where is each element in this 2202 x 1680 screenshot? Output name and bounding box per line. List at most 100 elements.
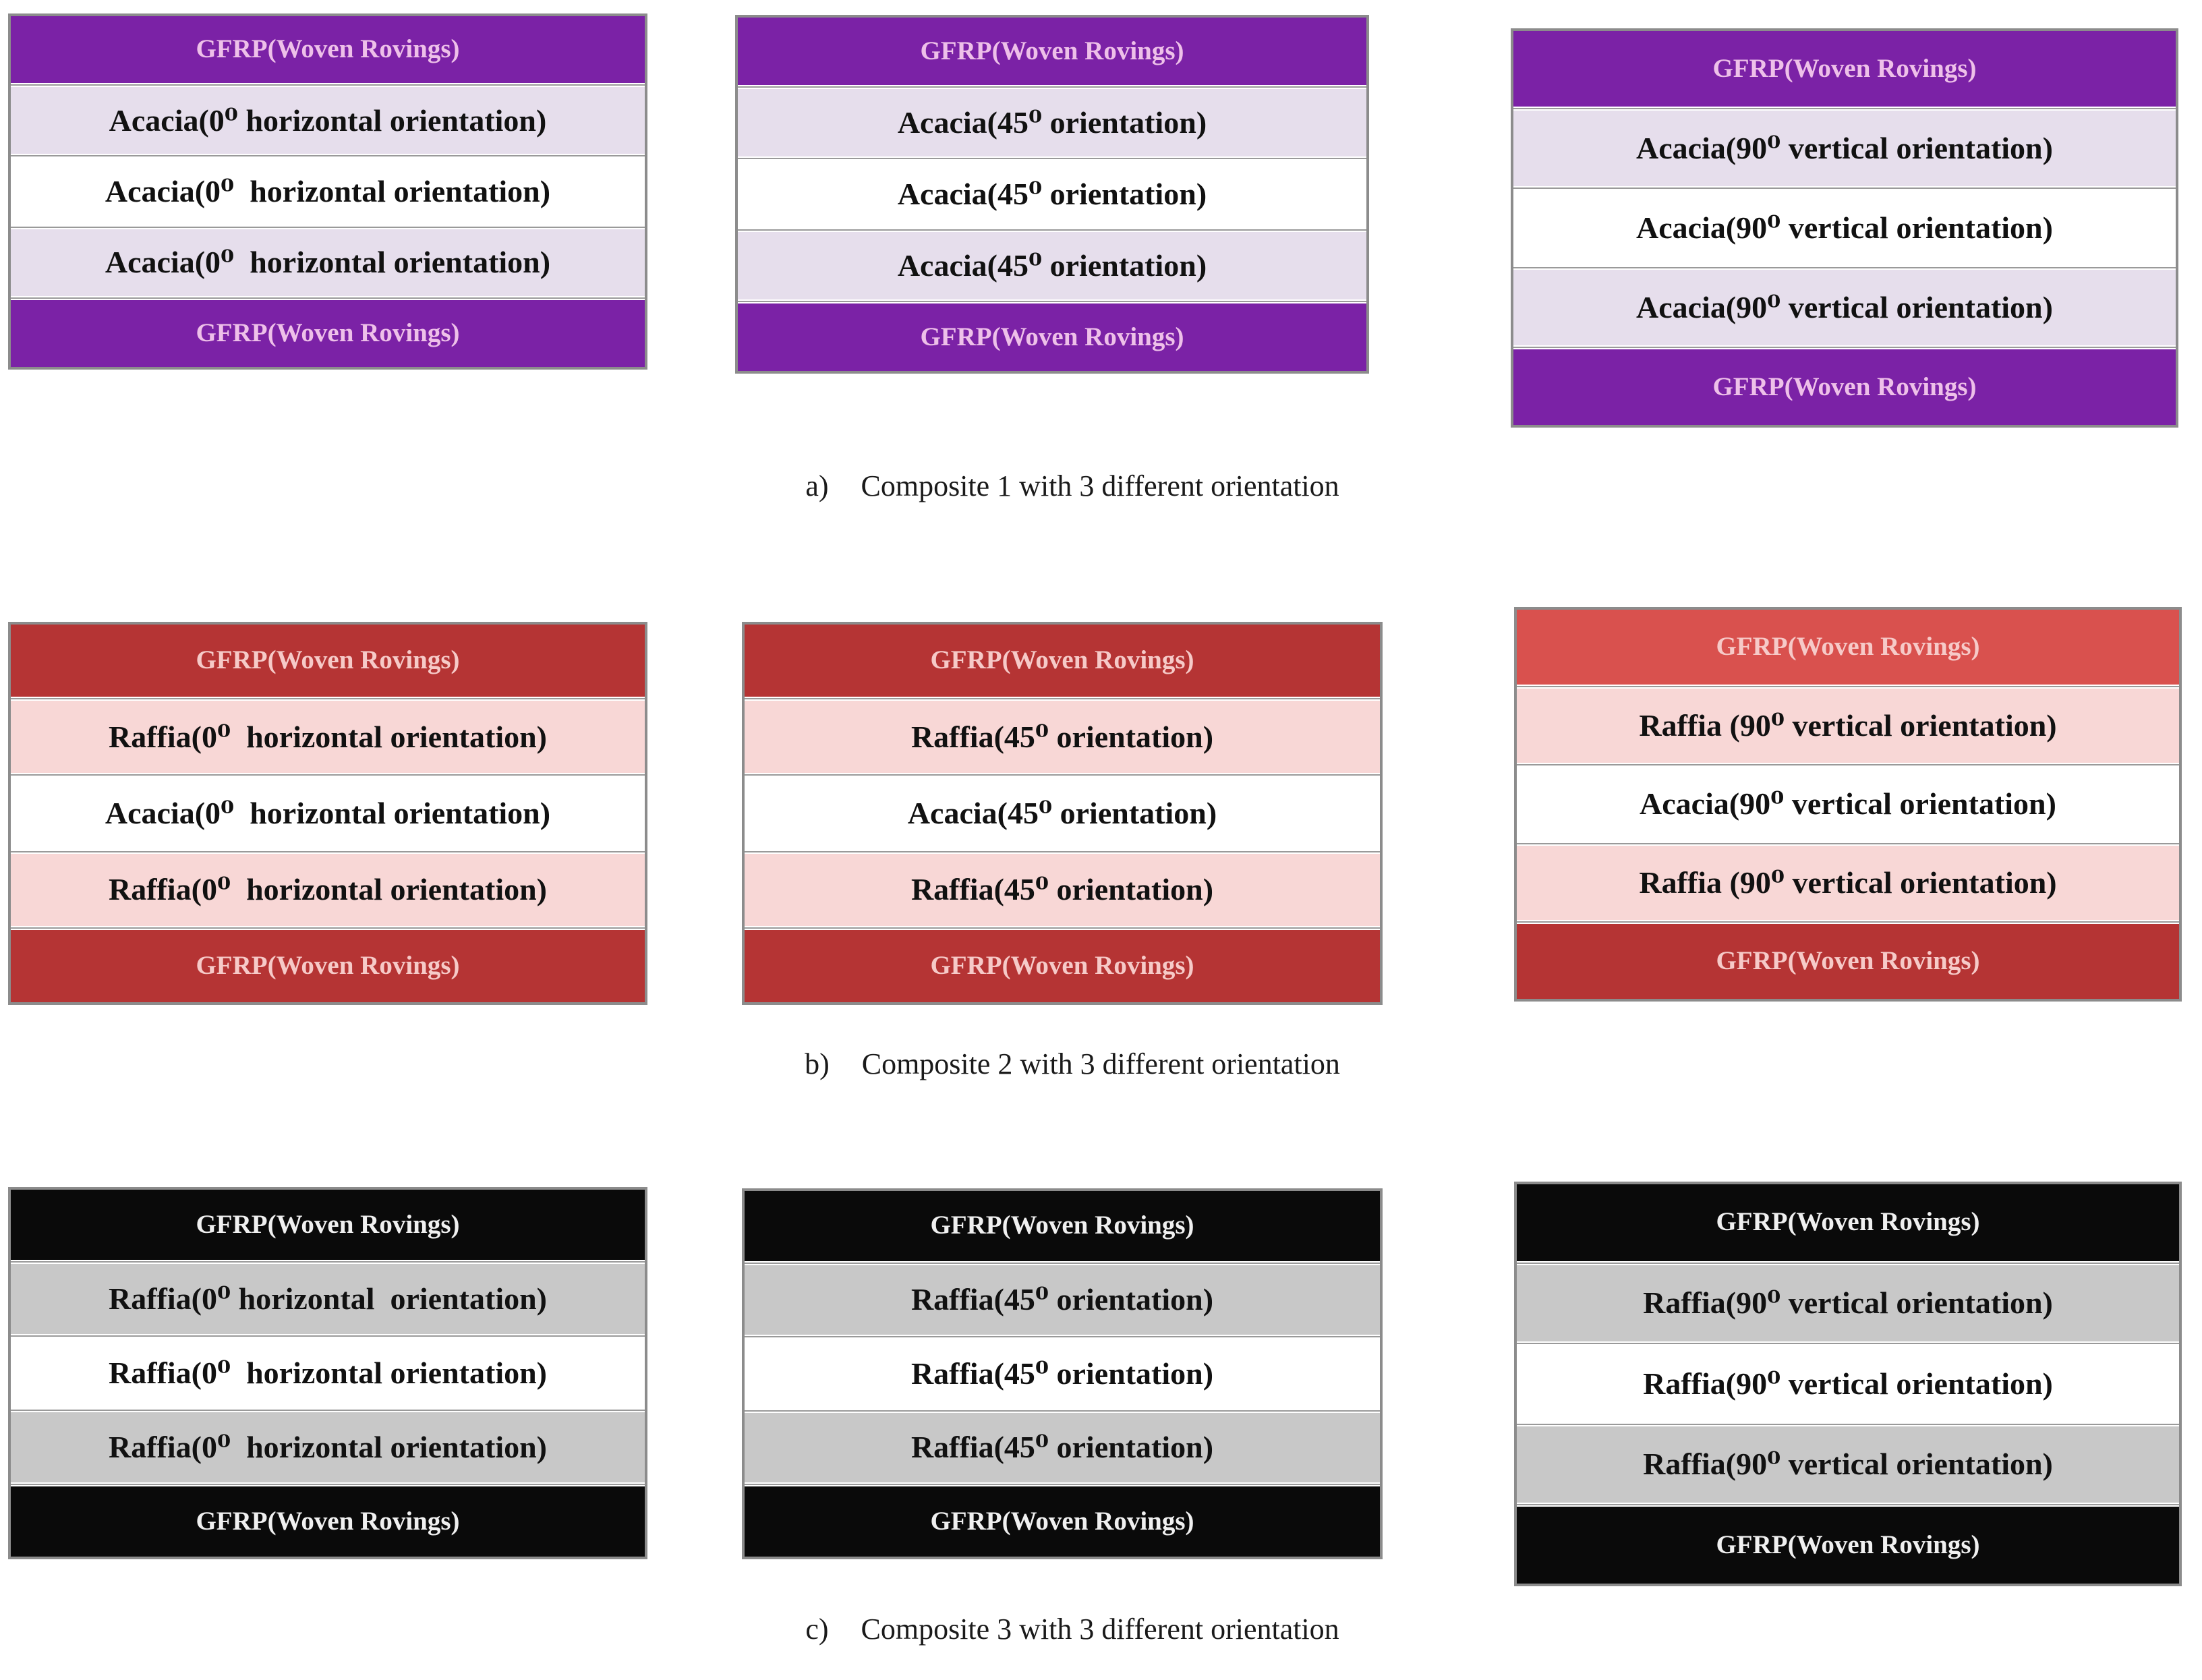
layer-label: GFRP(Woven Rovings) xyxy=(1716,946,1980,976)
layer-label: Raffia(0⁰ horizontal orientation) xyxy=(109,871,547,906)
layer-ply-1: Raffia(90⁰ vertical orientation) xyxy=(1517,1262,2179,1342)
layer-label: Raffia(0⁰ horizontal orientation) xyxy=(109,1429,547,1464)
composite-3-stack-0deg-horizontal: GFRP(Woven Rovings) Raffia(0⁰ horizontal… xyxy=(8,1187,647,1559)
layer-label: GFRP(Woven Rovings) xyxy=(196,1209,460,1239)
caption-composite-1: a) Composite 1 with 3 different orientati… xyxy=(27,469,2118,503)
layer-label: Acacia(90⁰ vertical orientation) xyxy=(1636,130,2053,165)
layer-gfrp-top: GFRP(Woven Rovings) xyxy=(1517,610,2179,685)
layer-label: Raffia(45⁰ orientation) xyxy=(910,1430,1214,1465)
caption-composite-3: c) Composite 3 with 3 different orientati… xyxy=(27,1612,2118,1646)
layer-ply-1: Raffia(0⁰ horizontal orientation) xyxy=(11,698,645,774)
layer-label: GFRP(Woven Rovings) xyxy=(930,1506,1194,1536)
layer-ply-2: Acacia(45⁰ orientation) xyxy=(738,158,1366,228)
layer-label: Raffia(90⁰ vertical orientation) xyxy=(1643,1366,2053,1401)
caption-prefix: a) xyxy=(805,469,829,502)
layer-label: Raffia (90⁰ vertical orientation) xyxy=(1639,865,2057,900)
layer-gfrp-bottom: GFRP(Woven Rovings) xyxy=(11,927,645,1003)
layer-gfrp-top: GFRP(Woven Rovings) xyxy=(11,16,645,84)
layer-ply-2: Raffia(0⁰ horizontal orientation) xyxy=(11,1335,645,1408)
layer-ply-1: Acacia(0⁰ horizontal orientation) xyxy=(11,84,645,154)
composite-1-stack-45deg: GFRP(Woven Rovings) Acacia(45⁰ orientati… xyxy=(735,15,1369,374)
layer-gfrp-bottom: GFRP(Woven Rovings) xyxy=(745,927,1380,1003)
layer-label: GFRP(Woven Rovings) xyxy=(920,36,1184,65)
layer-label: Raffia(0⁰ horizontal orientation) xyxy=(109,1281,547,1316)
composite-3-stack-45deg: GFRP(Woven Rovings) Raffia(45⁰ orientati… xyxy=(742,1188,1383,1559)
layer-label: Raffia(45⁰ orientation) xyxy=(910,1282,1214,1317)
layer-ply-2: Raffia(45⁰ orientation) xyxy=(745,1336,1380,1409)
layer-gfrp-top: GFRP(Woven Rovings) xyxy=(1517,1184,2179,1261)
layer-label: GFRP(Woven Rovings) xyxy=(196,645,460,675)
layer-label: Acacia(45⁰ orientation) xyxy=(897,105,1207,140)
composite-2-stack-90deg-vertical: GFRP(Woven Rovings) Raffia (90⁰ vertical… xyxy=(1514,607,2182,1002)
layer-label: Acacia(45⁰ orientation) xyxy=(897,176,1207,211)
layer-gfrp-bottom: GFRP(Woven Rovings) xyxy=(1513,347,2176,425)
layer-ply-3: Acacia(45⁰ orientation) xyxy=(738,229,1366,299)
layer-label: Raffia(0⁰ horizontal orientation) xyxy=(109,1355,547,1390)
layer-ply-3: Raffia (90⁰ vertical orientation) xyxy=(1517,842,2179,921)
layer-label: GFRP(Woven Rovings) xyxy=(930,1211,1194,1240)
layer-label: Raffia (90⁰ vertical orientation) xyxy=(1639,707,2057,743)
layer-label: Acacia(90⁰ vertical orientation) xyxy=(1636,289,2053,324)
layer-gfrp-bottom: GFRP(Woven Rovings) xyxy=(1517,1504,2179,1584)
layer-ply-3: Raffia(0⁰ horizontal orientation) xyxy=(11,850,645,926)
layer-label: GFRP(Woven Rovings) xyxy=(920,322,1184,351)
layer-ply-1: Raffia(0⁰ horizontal orientation) xyxy=(11,1261,645,1334)
layer-ply-2: Acacia(0⁰ horizontal orientation) xyxy=(11,155,645,225)
layer-label: GFRP(Woven Rovings) xyxy=(1716,1530,1980,1559)
layer-label: Acacia(45⁰ orientation) xyxy=(897,248,1207,283)
layer-ply-3: Acacia(90⁰ vertical orientation) xyxy=(1513,267,2176,345)
layer-gfrp-top: GFRP(Woven Rovings) xyxy=(1513,31,2176,107)
layer-label: Acacia(0⁰ horizontal orientation) xyxy=(105,795,551,830)
layer-label: GFRP(Woven Rovings) xyxy=(196,34,460,64)
layer-ply-1: Acacia(45⁰ orientation) xyxy=(738,86,1366,156)
layer-label: GFRP(Woven Rovings) xyxy=(196,1506,460,1536)
layer-gfrp-top: GFRP(Woven Rovings) xyxy=(745,625,1380,697)
layer-ply-3: Acacia(0⁰ horizontal orientation) xyxy=(11,226,645,296)
caption-prefix: c) xyxy=(805,1613,829,1646)
layer-label: GFRP(Woven Rovings) xyxy=(1716,631,1980,661)
composite-2-stack-45deg: GFRP(Woven Rovings) Raffia(45⁰ orientati… xyxy=(742,622,1383,1005)
layer-gfrp-top: GFRP(Woven Rovings) xyxy=(11,625,645,697)
layer-ply-1: Raffia(45⁰ orientation) xyxy=(745,1262,1380,1335)
layer-label: Raffia(90⁰ vertical orientation) xyxy=(1643,1285,2053,1321)
layer-gfrp-bottom: GFRP(Woven Rovings) xyxy=(11,1484,645,1557)
layer-ply-2: Raffia(90⁰ vertical orientation) xyxy=(1517,1343,2179,1422)
caption-text: Composite 2 with 3 different orientation xyxy=(861,1047,1340,1080)
layer-ply-3: Raffia(45⁰ orientation) xyxy=(745,850,1380,926)
layer-ply-1: Raffia (90⁰ vertical orientation) xyxy=(1517,685,2179,763)
layer-ply-1: Acacia(90⁰ vertical orientation) xyxy=(1513,108,2176,186)
layer-ply-2: Acacia(45⁰ orientation) xyxy=(745,774,1380,850)
layer-gfrp-bottom: GFRP(Woven Rovings) xyxy=(738,301,1366,371)
layer-label: GFRP(Woven Rovings) xyxy=(930,645,1194,675)
layer-label: GFRP(Woven Rovings) xyxy=(930,950,1194,980)
layer-gfrp-bottom: GFRP(Woven Rovings) xyxy=(11,297,645,368)
layer-label: Acacia(0⁰ horizontal orientation) xyxy=(109,103,547,138)
layer-gfrp-top: GFRP(Woven Rovings) xyxy=(738,18,1366,85)
layer-ply-1: Raffia(45⁰ orientation) xyxy=(745,698,1380,774)
layer-ply-2: Acacia(0⁰ horizontal orientation) xyxy=(11,774,645,850)
layer-label: GFRP(Woven Rovings) xyxy=(196,318,460,347)
layer-label: Acacia(0⁰ horizontal orientation) xyxy=(105,173,551,208)
caption-text: Composite 1 with 3 different orientation xyxy=(861,469,1339,502)
composite-3-stack-90deg-vertical: GFRP(Woven Rovings) Raffia(90⁰ vertical … xyxy=(1514,1182,2182,1586)
composite-2-stack-0deg-horizontal: GFRP(Woven Rovings) Raffia(0⁰ horizontal… xyxy=(8,622,647,1005)
layer-gfrp-bottom: GFRP(Woven Rovings) xyxy=(1517,921,2179,999)
layer-label: Raffia(45⁰ orientation) xyxy=(910,871,1214,906)
layer-gfrp-top: GFRP(Woven Rovings) xyxy=(11,1190,645,1260)
caption-text: Composite 3 with 3 different orientation xyxy=(861,1613,1339,1646)
layer-ply-2: Acacia(90⁰ vertical orientation) xyxy=(1513,187,2176,266)
caption-composite-2: b) Composite 2 with 3 different orientati… xyxy=(27,1047,2118,1081)
layer-ply-3: Raffia(90⁰ vertical orientation) xyxy=(1517,1423,2179,1503)
layer-label: Acacia(0⁰ horizontal orientation) xyxy=(105,244,551,279)
layer-label: Acacia(90⁰ vertical orientation) xyxy=(1640,786,2056,821)
layer-ply-3: Raffia(45⁰ orientation) xyxy=(745,1410,1380,1483)
layer-ply-3: Raffia(0⁰ horizontal orientation) xyxy=(11,1410,645,1482)
layer-gfrp-bottom: GFRP(Woven Rovings) xyxy=(745,1484,1380,1557)
composite-1-stack-0deg-horizontal: GFRP(Woven Rovings) Acacia(0⁰ horizontal… xyxy=(8,13,647,370)
layer-label: Raffia(45⁰ orientation) xyxy=(910,719,1214,754)
layer-label: Raffia(90⁰ vertical orientation) xyxy=(1643,1447,2053,1482)
layer-label: GFRP(Woven Rovings) xyxy=(196,950,460,980)
layer-label: GFRP(Woven Rovings) xyxy=(1712,53,1977,83)
caption-prefix: b) xyxy=(805,1047,830,1080)
layer-label: Acacia(45⁰ orientation) xyxy=(907,795,1217,830)
